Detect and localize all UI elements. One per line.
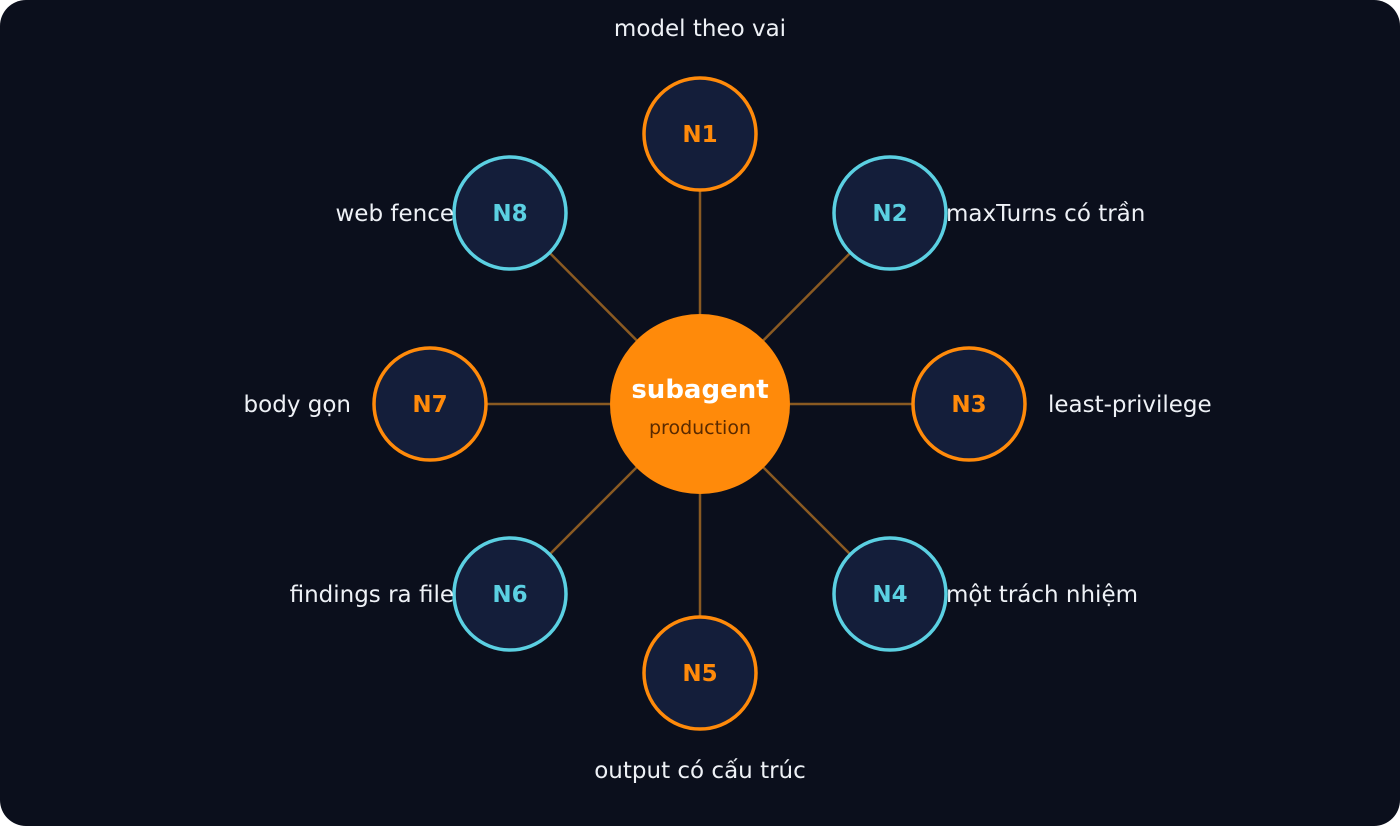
node-n5: N5 xyxy=(642,615,758,731)
node-label: N2 xyxy=(872,201,907,227)
node-label: N6 xyxy=(492,582,527,608)
node-label: N7 xyxy=(412,392,447,418)
node-n1: N1 xyxy=(642,76,758,192)
caption-n6: findings ra file xyxy=(290,582,454,608)
node-n4: N4 xyxy=(832,536,948,652)
node-label: N4 xyxy=(872,582,907,608)
node-label: N1 xyxy=(682,122,717,148)
hub: subagent production xyxy=(610,314,790,494)
node-label: N5 xyxy=(682,661,717,687)
hub-circle xyxy=(610,314,790,494)
node-n6: N6 xyxy=(452,536,568,652)
node-circle xyxy=(911,346,1027,462)
node-n2: N2 xyxy=(832,155,948,271)
caption-n5: output có cấu trúc xyxy=(594,758,806,784)
caption-n7: body gọn xyxy=(244,392,351,418)
node-label: N8 xyxy=(492,201,527,227)
node-n7: N7 xyxy=(372,346,488,462)
spoke-n2 xyxy=(762,252,851,342)
spoke-n8 xyxy=(549,252,638,342)
node-circle xyxy=(452,155,568,271)
node-circle xyxy=(372,346,488,462)
captions: model theo vai maxTurns có trần least-priv… xyxy=(244,16,1212,784)
node-circle xyxy=(832,536,948,652)
spoke-n4 xyxy=(762,466,851,555)
node-n8: N8 xyxy=(452,155,568,271)
node-label: N3 xyxy=(951,392,986,418)
caption-n2: maxTurns có trần xyxy=(946,201,1145,227)
node-n3: N3 xyxy=(911,346,1027,462)
caption-n3: least-privilege xyxy=(1048,392,1212,418)
caption-n8: web fence xyxy=(336,201,455,227)
caption-n4: một trách nhiệm xyxy=(946,582,1138,608)
hub-subtitle: production xyxy=(649,417,751,439)
spokes xyxy=(487,191,912,616)
node-circle xyxy=(452,536,568,652)
node-circle xyxy=(642,76,758,192)
spoke-n6 xyxy=(549,466,638,555)
node-circle xyxy=(832,155,948,271)
hub-title: subagent xyxy=(631,375,768,405)
node-circle xyxy=(642,615,758,731)
caption-n1: model theo vai xyxy=(614,16,786,42)
